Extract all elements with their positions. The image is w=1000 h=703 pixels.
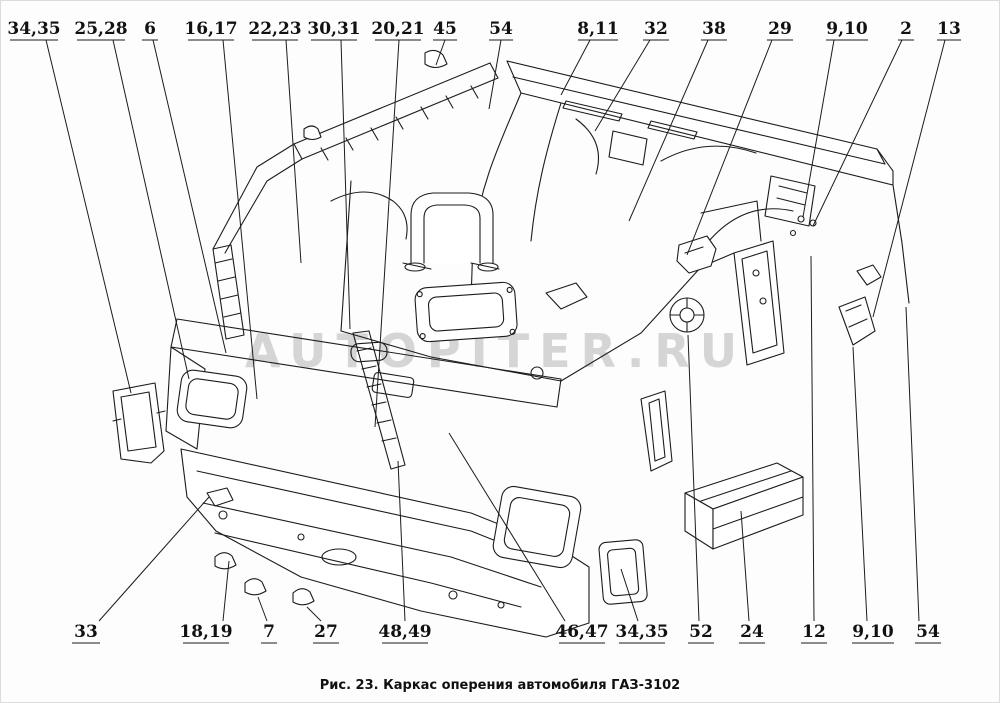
arch-bracket-part <box>402 192 500 272</box>
car-frame-drawing <box>112 49 910 638</box>
callout-bottom-5: 46,47 <box>555 622 608 642</box>
side-plate-left <box>112 382 166 464</box>
callout-top-1: 25,28 <box>74 19 127 39</box>
callout-top-13: 9,10 <box>826 19 868 39</box>
grommet <box>530 366 544 380</box>
clip-part-left <box>303 125 322 141</box>
diagonal-stay <box>352 330 406 470</box>
callout-bottom-8: 24 <box>740 622 764 642</box>
callout-bottom-7: 52 <box>689 622 713 642</box>
callout-bottom-10: 9,10 <box>852 622 894 642</box>
bracket-part <box>676 235 717 274</box>
callout-bottom-0: 33 <box>74 622 98 642</box>
ring-part <box>669 297 705 333</box>
callout-top-2: 6 <box>144 19 156 39</box>
side-panel-right <box>700 200 785 366</box>
callout-top-6: 20,21 <box>371 19 424 39</box>
corner-bracket-right <box>838 264 882 346</box>
callout-top-4: 22,23 <box>248 19 301 39</box>
callout-top-11: 38 <box>702 19 726 39</box>
callout-top-7: 45 <box>433 19 457 39</box>
callout-top-5: 30,31 <box>307 19 360 39</box>
callout-bottom-6: 34,35 <box>615 622 668 642</box>
callout-bottom-2: 7 <box>263 622 275 642</box>
callout-top-0: 34,35 <box>7 19 60 39</box>
clip-part-2 <box>244 578 267 596</box>
front-panel <box>180 448 590 638</box>
floor-slot <box>350 341 388 363</box>
callout-top-10: 32 <box>644 19 668 39</box>
callout-bottom-11: 54 <box>916 622 940 642</box>
clip-part-3 <box>292 588 315 606</box>
leader-lines <box>10 39 961 644</box>
radiator-support <box>165 318 562 450</box>
callout-top-8: 54 <box>489 19 513 39</box>
strip-part <box>640 390 673 472</box>
callout-labels-bottom: 33 18,19 7 27 48,49 46,47 34,35 52 24 12… <box>74 622 940 642</box>
figure-caption: Рис. 23. Каркас оперения автомобиля ГАЗ-… <box>319 678 681 693</box>
side-plate-right <box>598 539 648 605</box>
callout-top-12: 29 <box>768 19 792 39</box>
callout-bottom-1: 18,19 <box>179 622 232 642</box>
channel-part <box>684 462 804 550</box>
callout-bottom-3: 27 <box>314 622 338 642</box>
callout-labels-top: 34,35 25,28 6 16,17 22,23 30,31 20,21 45… <box>7 19 960 39</box>
clip-part-top <box>424 49 448 69</box>
callout-bottom-9: 12 <box>802 622 826 642</box>
callout-top-9: 8,11 <box>577 19 618 39</box>
left-top-rail <box>293 62 499 161</box>
seal-frame-part <box>414 281 518 343</box>
cowl-top-panel <box>506 60 910 304</box>
clip-part-1 <box>214 552 237 570</box>
callout-bottom-4: 48,49 <box>378 622 431 642</box>
callout-top-14: 2 <box>900 19 912 39</box>
left-pillar <box>212 143 303 340</box>
callout-top-3: 16,17 <box>184 19 237 39</box>
small-bracket-mid <box>545 282 588 310</box>
callout-top-15: 13 <box>937 19 961 39</box>
